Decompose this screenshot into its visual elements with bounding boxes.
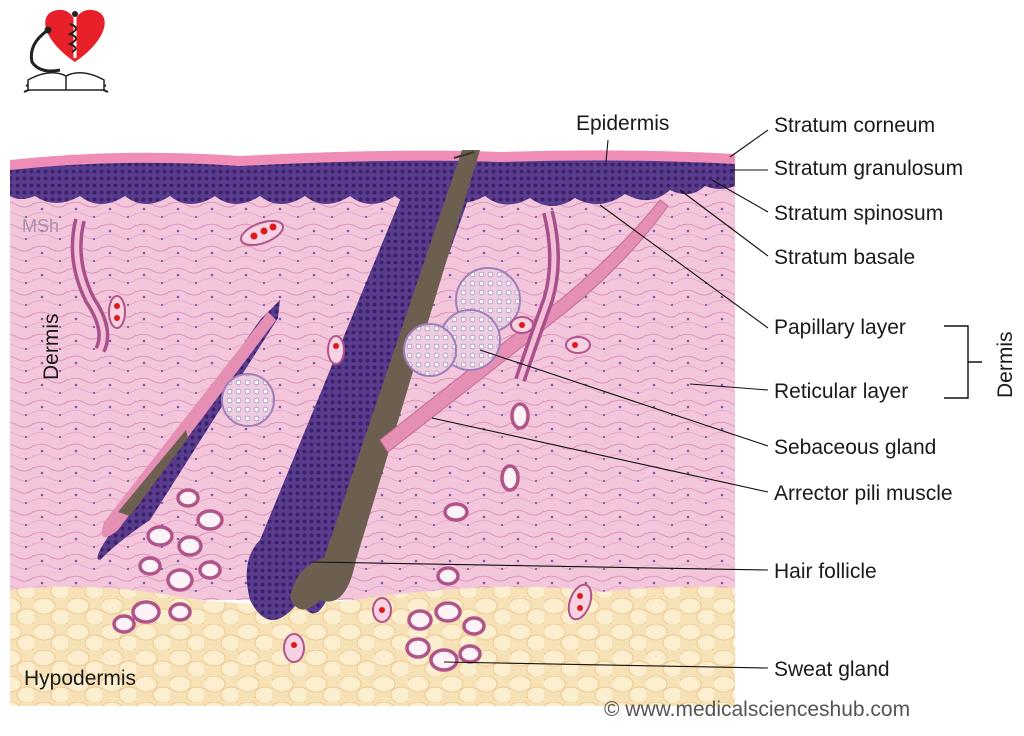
dermis-bracket: [944, 325, 982, 399]
label-dermis-side: Dermis: [40, 314, 63, 381]
label-stratum-spinosum: Stratum spinosum: [774, 202, 943, 225]
label-sebaceous-gland: Sebaceous gland: [774, 436, 936, 459]
label-arrector-pili-muscle: Arrector pili muscle: [774, 482, 953, 505]
hair-shaft: [290, 150, 480, 610]
label-papillary-layer: Papillary layer: [774, 316, 906, 339]
label-hair-follicle: Hair follicle: [774, 560, 877, 583]
watermark: MSh: [22, 216, 59, 236]
copyright-notice: © www.medicalscienceshub.com: [604, 698, 910, 721]
hair-follicle-central: [246, 170, 470, 620]
hypodermis-fat: [10, 586, 735, 706]
red-blood-cells: [114, 223, 583, 648]
medical-book-heart-logo: [23, 9, 109, 93]
leader-lines: [311, 129, 769, 669]
label-reticular-layer: Reticular layer: [774, 380, 908, 403]
label-stratum-basale: Stratum basale: [774, 246, 915, 269]
stratum-corneum: [10, 150, 735, 170]
label-stratum-granulosum: Stratum granulosum: [774, 157, 963, 180]
label-epidermis: Epidermis: [576, 112, 669, 135]
label-stratum-corneum: Stratum corneum: [774, 114, 935, 137]
tissue-illustration: [10, 150, 735, 706]
label-dermis-group: Dermis: [994, 332, 1017, 399]
sweat-gland-coils: [112, 402, 530, 672]
epidermis-layer: [10, 160, 735, 206]
label-sweat-gland: Sweat gland: [774, 658, 890, 681]
label-hypodermis: Hypodermis: [24, 667, 136, 690]
